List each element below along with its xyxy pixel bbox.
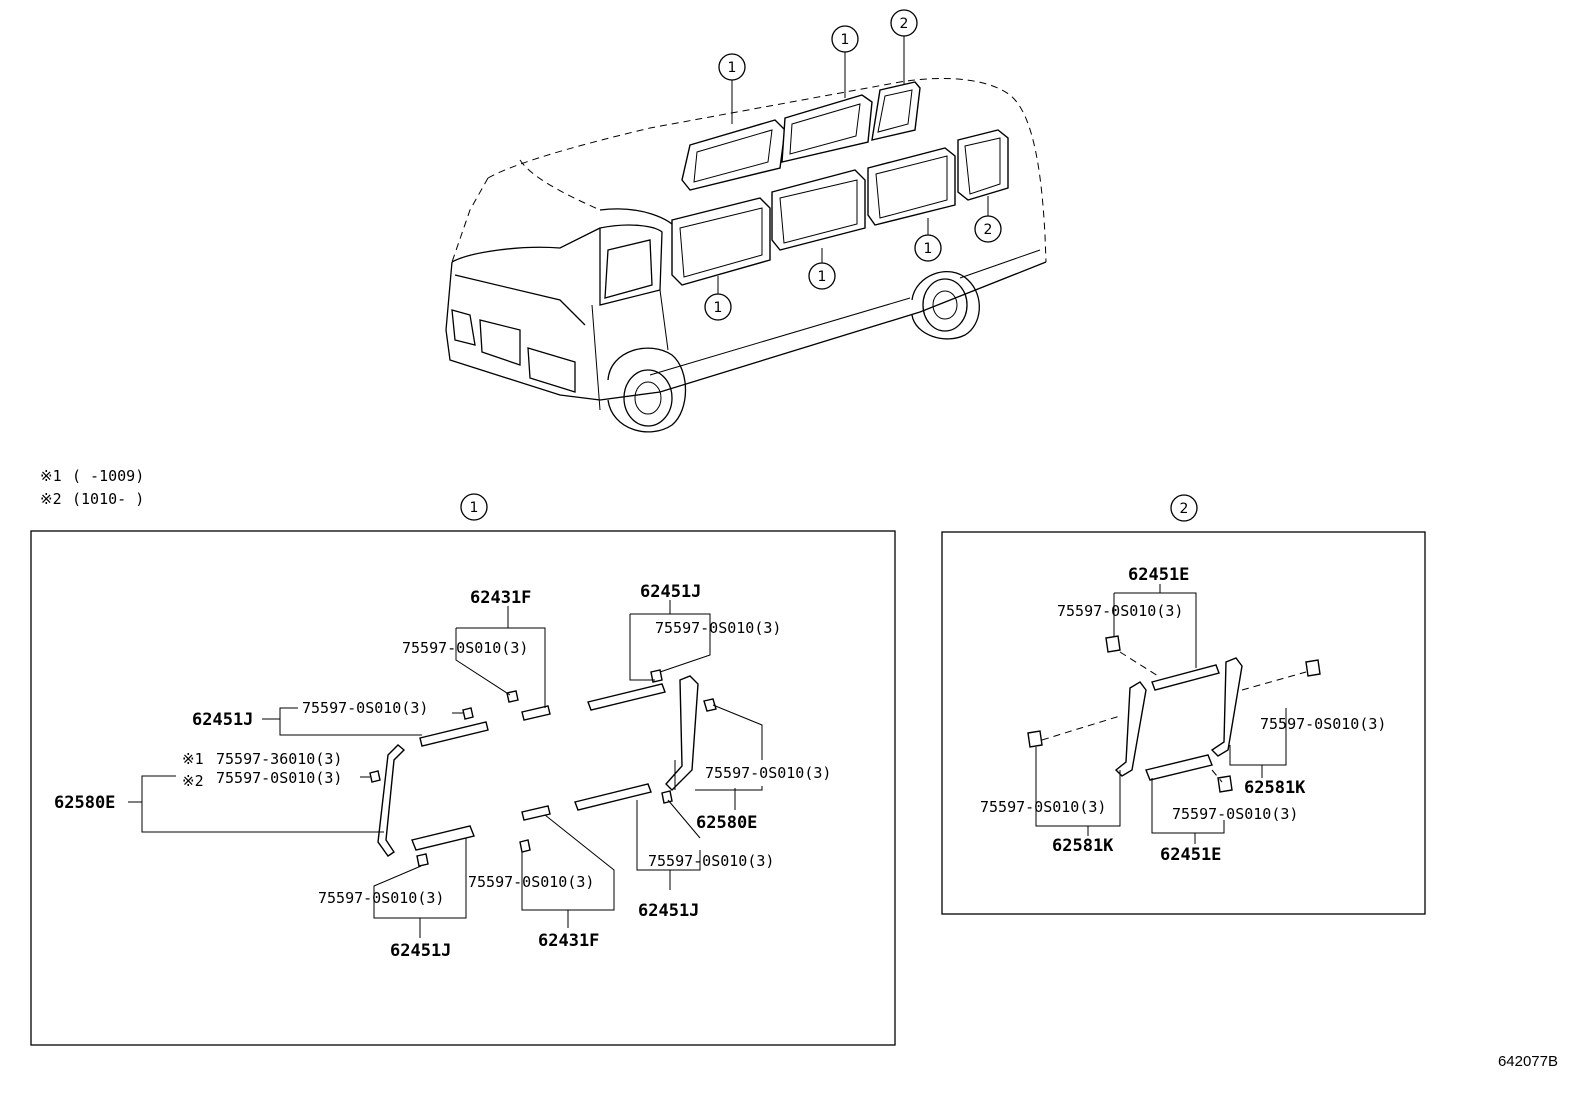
- note-mark-1: ※1: [40, 467, 62, 485]
- sub-62451J-left: 75597-0S010(3): [302, 699, 428, 717]
- panel-two: 2: [941, 494, 1426, 915]
- panel-two-leaders: [1035, 584, 1307, 844]
- panel-two-frame: [941, 531, 1426, 915]
- notes: ※1 ( -1009) ※2 (1010- ): [40, 467, 144, 508]
- part-62581K-right: 62581K: [1244, 778, 1306, 798]
- part-62431F-top: 62431F: [470, 588, 531, 608]
- sub-m1: 75597-36010(3): [216, 750, 342, 768]
- diagram-code: 642077B: [1498, 1053, 1558, 1070]
- sub-m2: 75597-0S010(3): [216, 769, 342, 787]
- sub-62451E-top: 75597-0S010(3): [1057, 602, 1183, 620]
- panel-one-parts: [369, 669, 717, 867]
- part-62451E-bottom: 62451E: [1160, 845, 1221, 865]
- part-62451E-top: 62451E: [1128, 565, 1189, 585]
- part-62431F-bottom: 62431F: [538, 931, 599, 951]
- sub-62581K-left: 75597-0S010(3): [980, 798, 1106, 816]
- sub-62451J-bottom: 75597-0S010(3): [318, 889, 444, 907]
- callout-one-a: 1: [728, 60, 737, 76]
- note-mark-2: ※2: [40, 490, 62, 508]
- panel-one: 1: [30, 493, 896, 1046]
- van-callouts: 1 1 2 1 1 1 2: [704, 9, 1002, 321]
- callout-one-b: 1: [841, 32, 850, 48]
- callout-two-b: 2: [984, 222, 993, 238]
- panel-two-callout: 2: [1180, 501, 1189, 517]
- part-62451J-topright: 62451J: [640, 582, 701, 602]
- mark-1: ※1: [182, 750, 204, 768]
- callout-one-d: 1: [818, 269, 827, 285]
- sub-62431F-bottom: 75597-0S010(3): [468, 873, 594, 891]
- part-62451J-bottomright: 62451J: [638, 901, 699, 921]
- sub-62451E-bottom: 75597-0S010(3): [1172, 805, 1298, 823]
- panel-one-leaders: [128, 600, 763, 938]
- callout-two-a: 2: [900, 16, 909, 32]
- callout-one-c: 1: [714, 300, 723, 316]
- sub-62451J-topright: 75597-0S010(3): [655, 619, 781, 637]
- part-62580E-right: 62580E: [696, 813, 757, 833]
- mark-2: ※2: [182, 772, 204, 790]
- callout-one-e: 1: [924, 241, 933, 257]
- sub-62431F-top: 75597-0S010(3): [402, 639, 528, 657]
- note-text-1: ( -1009): [72, 467, 144, 485]
- panel-one-callout: 1: [470, 500, 479, 516]
- van-illustration: [445, 36, 1047, 433]
- part-62451J-left: 62451J: [192, 710, 253, 730]
- panel-two-parts: [1027, 635, 1321, 793]
- part-62580E-left: 62580E: [54, 793, 115, 813]
- part-62451J-bottom: 62451J: [390, 941, 451, 961]
- panel-one-frame: [30, 530, 896, 1046]
- sub-62451J-bottomright: 75597-0S010(3): [648, 852, 774, 870]
- sub-62580E-right: 75597-0S010(3): [705, 764, 831, 782]
- sub-62581K-right: 75597-0S010(3): [1260, 715, 1386, 733]
- note-text-2: (1010- ): [72, 490, 144, 508]
- part-62581K-left: 62581K: [1052, 836, 1114, 856]
